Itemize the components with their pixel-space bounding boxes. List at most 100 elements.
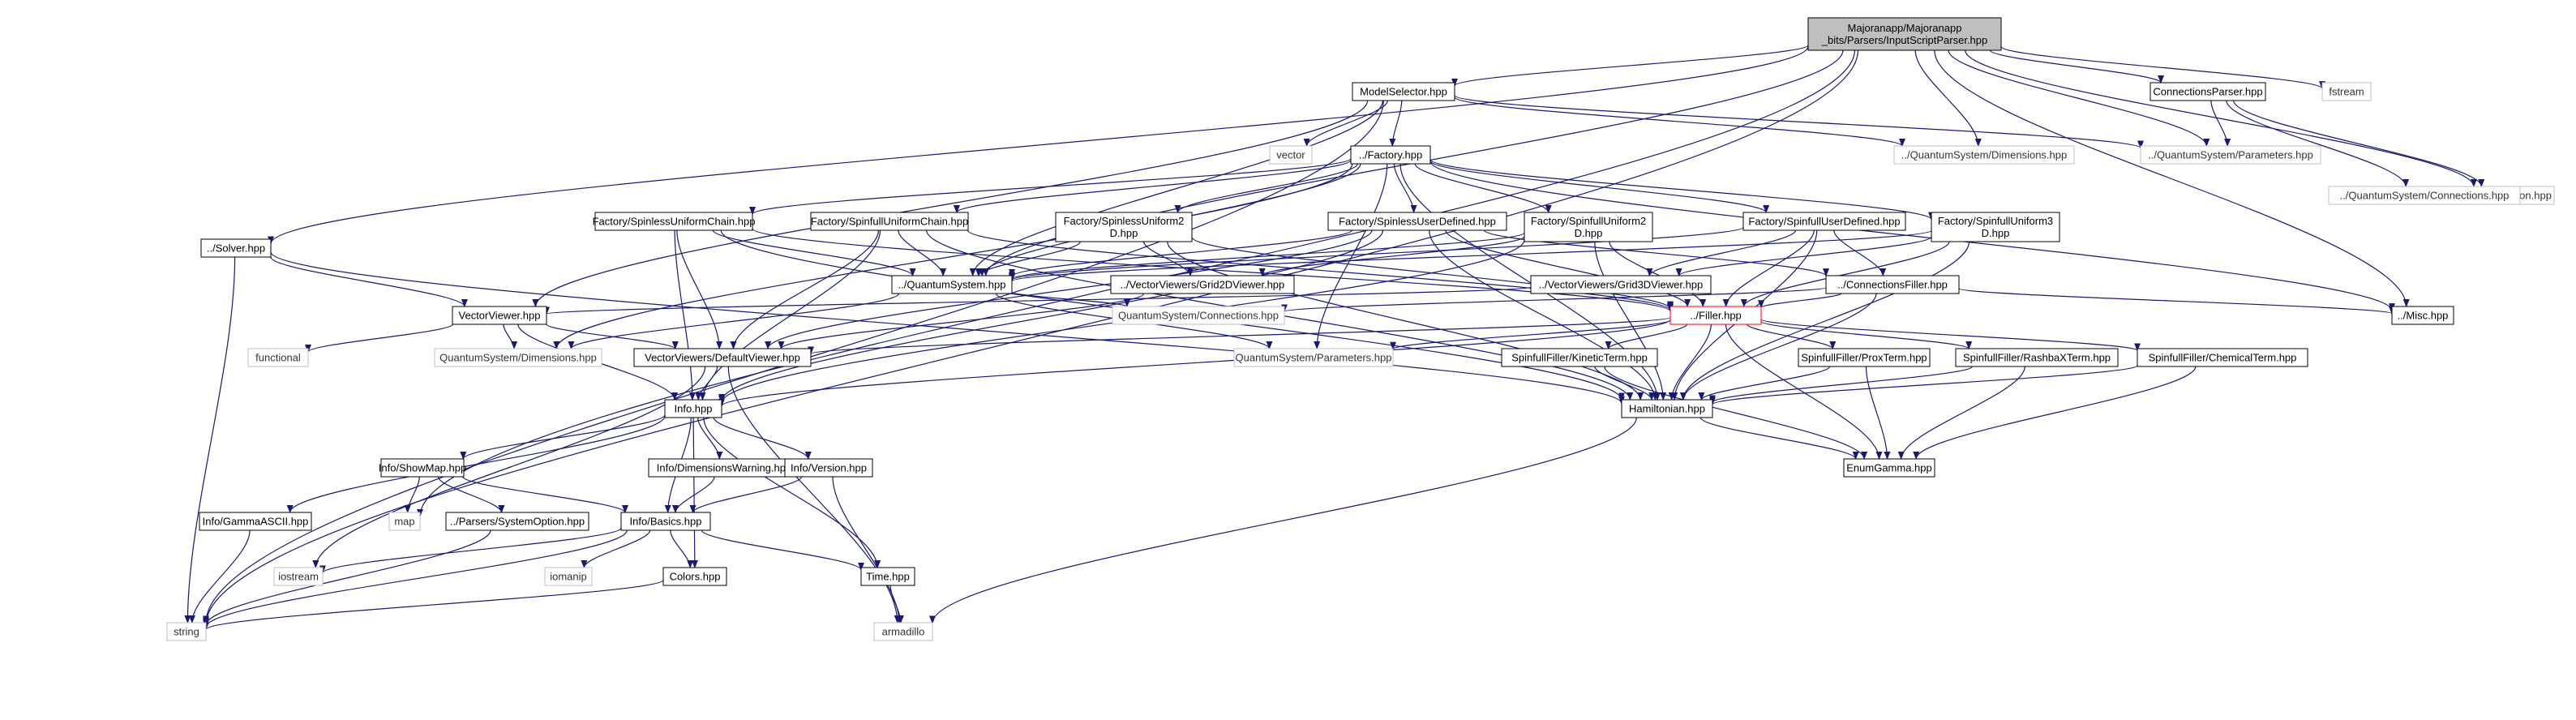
node-proxterm[interactable]: SpinfullFiller/ProxTerm.hpp — [1798, 348, 1931, 367]
node-label-qs_parameters_top-0: ../QuantumSystem/Parameters.hpp — [2148, 149, 2313, 161]
node-label-qs_connections-0: QuantumSystem/Connections.hpp — [1118, 310, 1279, 322]
node-box-vector — [1269, 145, 1313, 165]
node-qs_connections_top: ../QuantumSystem/Connections.hpp — [2328, 186, 2521, 205]
node-box-kineticterm — [1501, 348, 1658, 367]
node-box-iomanip — [544, 567, 593, 586]
edge-modelselector-to-quantumsystem — [969, 100, 1383, 276]
node-factory[interactable]: ../Factory.hpp — [1350, 145, 1431, 165]
edge-factory-to-spinfull_uniform2d — [1414, 163, 1552, 213]
node-chemicalterm[interactable]: SpinfullFiller/ChemicalTerm.hpp — [2137, 348, 2308, 367]
node-showmap[interactable]: Info/ShowMap.hpp — [379, 458, 466, 478]
node-label-showmap-0: Info/ShowMap.hpp — [379, 462, 466, 474]
node-box-connparser — [2150, 82, 2266, 101]
node-label-spinfull_uniform3d-1: D.hpp — [1982, 227, 2010, 239]
node-box-version — [784, 458, 873, 478]
node-defaultviewer[interactable]: VectorViewers/DefaultViewer.hpp — [633, 348, 812, 367]
node-info[interactable]: Info.hpp — [664, 399, 722, 418]
node-map: map — [388, 512, 421, 531]
node-qs_dimensions: QuantumSystem/Dimensions.hpp — [434, 348, 602, 367]
edge-factory-to-spinless_userdefined — [1393, 163, 1417, 213]
edge-modelselector-to-vectorviewer — [532, 100, 1369, 307]
node-vectorviewer[interactable]: VectorViewer.hpp — [452, 306, 547, 325]
node-box-functional — [247, 348, 309, 367]
node-time[interactable]: Time.hpp — [860, 567, 915, 586]
edge-factory-to-qs_dimensions — [553, 163, 1353, 349]
edge-info-to-gammaascii — [286, 415, 666, 513]
node-box-qs_dimensions — [434, 348, 602, 367]
node-box-qs_connections_top — [2328, 186, 2521, 205]
edge-root-to-misc — [1934, 49, 2410, 307]
node-basics[interactable]: Info/Basics.hpp — [620, 512, 711, 531]
node-box-hamiltonian — [1621, 399, 1713, 418]
node-iostream: iostream — [273, 567, 324, 586]
node-box-filler — [1669, 306, 1762, 325]
node-box-factory — [1350, 145, 1431, 165]
node-misc[interactable]: ../Misc.hpp — [2391, 306, 2454, 325]
node-connparser[interactable]: ConnectionsParser.hpp — [2150, 82, 2266, 101]
node-label-vector-0: vector — [1276, 149, 1305, 161]
node-label-root-1: _bits/Parsers/InputScriptParser.hpp — [1821, 34, 1988, 46]
node-box-string — [166, 622, 207, 641]
node-box-qs_parameters_top — [2140, 145, 2321, 165]
edge-quantumsystem-to-qs_dimensions — [568, 293, 900, 349]
edge-solver-to-hamiltonian — [270, 251, 1625, 405]
node-box-spinless_uniform_chain — [594, 212, 753, 231]
node-box-spinfull_userdefined — [1742, 212, 1906, 231]
node-label-map-0: map — [394, 516, 414, 528]
node-colors[interactable]: Colors.hpp — [662, 567, 727, 586]
node-systemoption[interactable]: ../Parsers/SystemOption.hpp — [445, 512, 589, 531]
edge-dimwarning-to-basics — [672, 476, 715, 513]
node-grid3d[interactable]: ../VectorViewers/Grid3DViewer.hpp — [1530, 275, 1712, 294]
edge-spinfull_userdefined-to-filler — [1722, 229, 1815, 307]
node-label-basics-0: Info/Basics.hpp — [630, 516, 702, 528]
node-solver[interactable]: ../Solver.hpp — [200, 238, 272, 258]
node-label-vectorviewer-0: VectorViewer.hpp — [459, 310, 541, 322]
edge-spinfull_uniform_chain-to-quantumsystem — [898, 229, 947, 276]
node-filler[interactable]: ../Filler.hpp — [1669, 306, 1762, 325]
edge-filler-to-kineticterm — [1605, 324, 1688, 349]
node-box-spinless_userdefined — [1327, 212, 1507, 231]
edge-grid2d-to-defaultviewer — [778, 293, 1145, 349]
node-dimwarning[interactable]: Info/DimensionsWarning.hpp — [648, 458, 800, 478]
node-label-quantumsystem-0: ../QuantumSystem.hpp — [898, 279, 1006, 291]
node-enumgamma[interactable]: EnumGamma.hpp — [1843, 458, 1935, 478]
node-box-connfiller — [1825, 275, 1960, 294]
node-connfiller[interactable]: ../ConnectionsFiller.hpp — [1825, 275, 1960, 294]
edge-solver-to-vectorviewer — [270, 256, 468, 307]
edge-filler-to-proxterm — [1747, 324, 1837, 349]
node-root[interactable]: Majoranapp/Majoranapp_bits/Parsers/Input… — [1807, 17, 2002, 51]
node-spinless_userdefined[interactable]: Factory/SpinlessUserDefined.hpp — [1327, 212, 1507, 231]
node-quantumsystem[interactable]: ../QuantumSystem.hpp — [891, 275, 1013, 294]
node-version[interactable]: Info/Version.hpp — [784, 458, 873, 478]
edge-spinless_userdefined-to-hamiltonian — [1429, 229, 1659, 401]
node-spinless_uniform_chain[interactable]: Factory/SpinlessUniformChain.hpp — [593, 212, 756, 231]
edge-hamiltonian-to-enumgamma — [1699, 417, 1859, 460]
node-kineticterm[interactable]: SpinfullFiller/KineticTerm.hpp — [1501, 348, 1658, 367]
node-modelselector[interactable]: ModelSelector.hpp — [1352, 82, 1455, 101]
node-label-qs_dimensions_top-0: ../QuantumSystem/Dimensions.hpp — [1901, 149, 2067, 161]
edge-quantumsystem-to-qs_connections — [1011, 291, 1130, 307]
edge-basics-to-time — [701, 529, 864, 571]
node-hamiltonian[interactable]: Hamiltonian.hpp — [1621, 399, 1713, 418]
edge-filler-to-enumgamma — [1725, 324, 1883, 460]
node-label-spinfull_uniform2d-1: D.hpp — [1575, 227, 1603, 239]
edge-info-to-version — [713, 417, 812, 460]
node-spinfull_userdefined[interactable]: Factory/SpinfullUserDefined.hpp — [1742, 212, 1906, 231]
node-label-string-0: string — [174, 626, 199, 638]
node-gammaascii[interactable]: Info/GammaASCII.hpp — [199, 512, 312, 531]
node-box-qs_parameters — [1233, 348, 1394, 367]
edge-spinfull_uniform_chain-to-defaultviewer — [730, 229, 880, 349]
nodes-layer: Majoranapp/Majoranapp_bits/Parsers/Input… — [166, 17, 2555, 641]
edge-root-to-qs_parameters_top — [1948, 49, 2210, 147]
node-spinfull_uniform_chain[interactable]: Factory/SpinfullUniformChain.hpp — [810, 212, 969, 231]
edge-spinfull_uniform3d-to-grid3d — [1675, 236, 1932, 276]
node-grid2d[interactable]: ../VectorViewers/Grid2DViewer.hpp — [1110, 275, 1295, 294]
edge-kineticterm-to-enumgamma — [1604, 366, 1868, 460]
node-label-colors-0: Colors.hpp — [670, 571, 721, 583]
node-box-vectorviewer — [452, 306, 547, 325]
node-rashbaxterm[interactable]: SpinfullFiller/RashbaXTerm.hpp — [1955, 348, 2119, 367]
node-qs_connections: QuantumSystem/Connections.hpp — [1112, 306, 1285, 325]
